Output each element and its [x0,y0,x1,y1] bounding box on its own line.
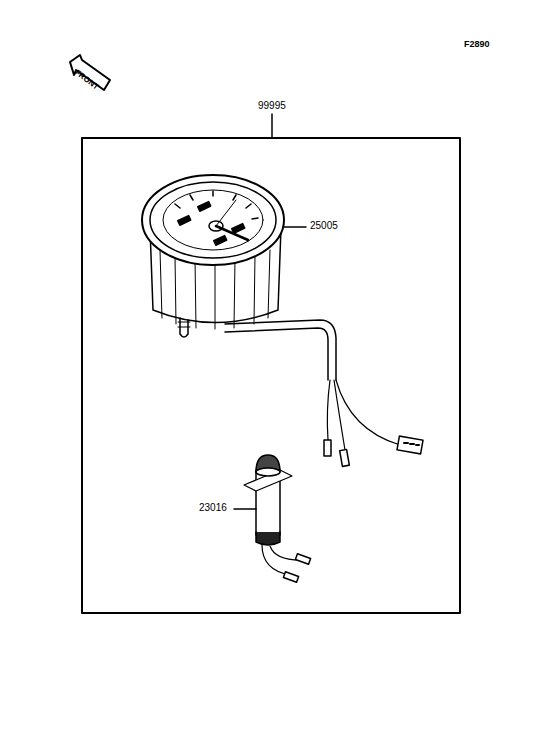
leader-line [234,508,256,510]
kit-frame [82,138,460,613]
callout-number: 23016 [198,503,228,513]
sensor-unit [244,455,311,582]
tachometer [142,175,284,337]
figure-number: F2890 [463,40,491,49]
leader-line [283,226,306,228]
leader-line [271,114,273,138]
callout-number: 25005 [309,221,339,231]
callout-number: 99995 [257,101,287,111]
gauge-wiring [225,320,423,466]
